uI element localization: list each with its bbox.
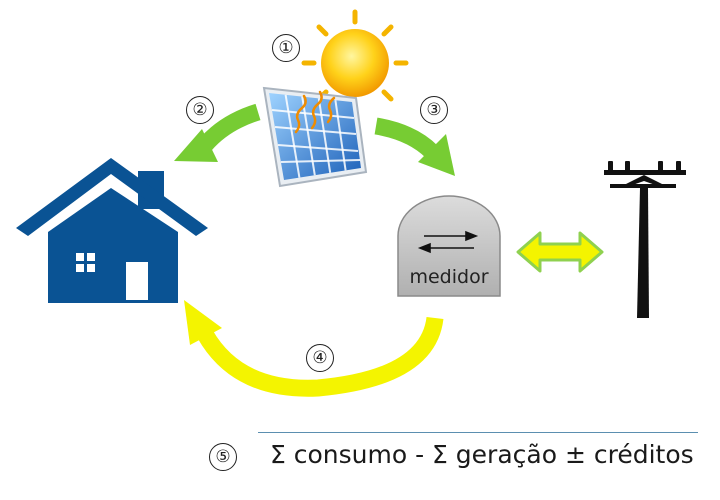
step-1-label: ① xyxy=(272,34,300,62)
step-3-label: ③ xyxy=(420,96,448,124)
formula-divider xyxy=(258,432,698,433)
solar-panel-icon xyxy=(262,86,368,188)
green-arrow-to-house xyxy=(174,103,261,162)
step-5-label: ⑤ xyxy=(209,443,237,471)
meter-label: medidor xyxy=(409,266,489,288)
sun-icon xyxy=(301,9,409,117)
meter-icon xyxy=(397,195,501,297)
yellow-arrow-to-house xyxy=(184,300,444,397)
green-arrow-to-meter xyxy=(374,117,455,176)
step-2-label: ② xyxy=(186,96,214,124)
bidirectional-arrow-icon xyxy=(516,231,604,273)
balance-formula: Σ consumo - Σ geração ± créditos xyxy=(270,440,694,469)
step-4-label: ④ xyxy=(306,344,334,372)
utility-pole-icon xyxy=(604,161,686,318)
house-icon xyxy=(16,158,208,303)
